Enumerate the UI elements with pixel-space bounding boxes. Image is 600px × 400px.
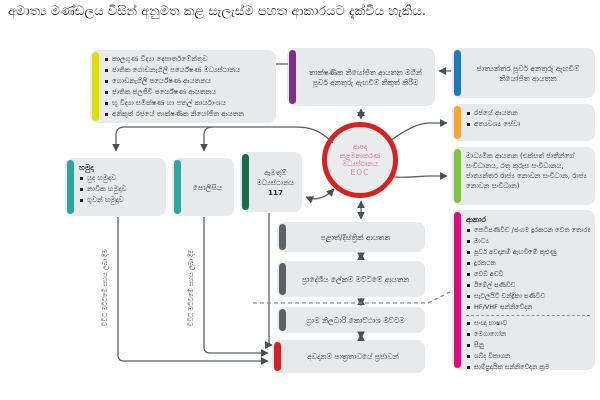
vertical-label-forces-support: විවිධ මට්ටමේ සහය ලබා දීම xyxy=(102,249,109,327)
box-intermediary-organisations: මාධ්‍යමික ආයතන (එක්සත් ජාතීන්ගේ සංවිධානය… xyxy=(452,147,595,205)
box-text: අවදානම් පාත්‍රතාවයේ ප්‍රජාවන් xyxy=(307,352,399,361)
forces-heading: හමුදා xyxy=(79,163,94,172)
box-international-agencies: ජාත්‍යන්තර පූර්ව අනතුරු ඇඟවීම් නියෝජිත ආ… xyxy=(452,48,595,98)
arrow-police-to-community xyxy=(203,217,269,357)
list-item: ගුවන් හමුදාව xyxy=(79,195,161,206)
arrow-eoc-to-govt xyxy=(389,119,448,142)
call-center-name: ඇමතුම් මධ්‍යස්ථානය xyxy=(256,167,295,187)
list-item: ශබ්ද විකාශන xyxy=(466,351,590,362)
box-text: ග්‍රාම නිලධාරි කොට්ඨාශ මට්ටම xyxy=(306,315,405,325)
list-item: මාධ්‍ය xyxy=(466,236,590,247)
box-technical-agencies: කාලගුණ විද්‍යා දෙපාර්තමේන්තුව ජාතික ගොඩන… xyxy=(90,50,276,123)
arrow-eoc-to-intermediary xyxy=(393,172,448,180)
box-grama-niladhari: ග්‍රාම නිලධාරි කොට්ඨාශ මට්ටම xyxy=(277,307,425,333)
box-text: ප්‍රාදේශීය ලේකම් මට්ටමේ ආයතන xyxy=(301,274,410,284)
box-text: පොලිසිය xyxy=(192,182,223,192)
list-item: නාවික හමුදාව xyxy=(79,184,161,195)
box-call-center-117: ඇමතුම් මධ්‍යස්ථානය 117 xyxy=(240,152,302,212)
forces-list: යුද හමුදාව නාවික හමුදාව ගුවන් හමුදාව xyxy=(79,173,161,206)
box-dissemination-methods: ආකාර කෙටිපණිවිඩ /ජංගම දුරකථන වෙත තොරතුරු… xyxy=(452,210,595,373)
list-item: ඊමේල් පණිවිඩ xyxy=(466,280,590,291)
list-item: මෙගාෆෝන xyxy=(466,329,590,340)
list-item: අත්‍යවශ්‍ය සේවා xyxy=(466,119,590,130)
box-text: පළාත්/දිස්ත්‍රික් ආයතන xyxy=(320,232,391,242)
list-item: සැටලයිට් චන්ද්‍රිකා පණිවිඩ xyxy=(466,291,590,302)
eoc-line: මධ්‍යස්ථානය xyxy=(342,160,378,168)
methods-list-bottom: සංඥා භාෂාව මෙගාෆෝන සීනු ශබ්ද විකාශන සාම්… xyxy=(466,318,590,373)
list-item: ගොඩනැගිලි පර්යේෂණ ආයතනය xyxy=(104,76,271,87)
list-item: අනිකුත් රජයේ තාක්ෂණික නියෝජිත ආයතන xyxy=(104,109,271,120)
arrow-callcenter-to-community xyxy=(264,213,273,349)
box-armed-forces: හමුදා යුද හමුදාව නාවික හමුදාව ගුවන් හමුද… xyxy=(65,158,166,216)
methods-list-top: කෙටිපණිවිඩ /ජංගම දුරකථන වෙත තොරතුරු විකා… xyxy=(466,225,590,313)
list-item: ජාතික ගොඩනැගිලි පර්යේෂණ මධ්‍යස්ථානය xyxy=(104,65,271,76)
page-title: අමාත්‍ය මණ්ඩලය විසින් අනුමත කළ සැලැස්ම ප… xyxy=(8,4,426,19)
list-item: රජයේ ආයතන xyxy=(466,108,590,119)
list-item: භූ විද්‍යා සමීක්ෂණ හා පතල් කාර්යාංශය xyxy=(104,98,271,109)
list-item: ජාතික ජලජීවී පර්යේෂණ ආයතනය xyxy=(104,87,271,98)
vertical-label-police-support: විවිධ මට්ටමේ සහය ලබා දීම xyxy=(188,249,195,327)
list-item: දුරකථන xyxy=(466,258,590,269)
eoc-line: ආපදා xyxy=(353,143,367,151)
methods-heading: ආකාර xyxy=(466,215,487,224)
list-item: HF/VHF සන්නිවේදන xyxy=(466,302,590,313)
box-divisional-secretariat: ප්‍රාදේශීය ලේකම් මට්ටමේ ආයතන xyxy=(277,261,425,297)
list-item: කෙටිපණිවිඩ /ජංගම දුරකථන වෙත තොරතුරු විකා… xyxy=(466,225,590,236)
box-text: ජාත්‍යන්තර පූර්ව අනතුරු ඇඟවීම් නියෝජිත ආ… xyxy=(476,63,580,83)
list-item: යුද හමුදාව xyxy=(79,173,161,184)
government-list: රජයේ ආයතන අත්‍යවශ්‍ය සේවා xyxy=(466,108,590,130)
eoc-circle: ආපදා කළමනාකරණ මධ්‍යස්ථානය EOC xyxy=(322,122,398,198)
arrow-eoc-to-forces xyxy=(112,126,334,152)
box-provincial-district: පළාත්/දිස්ත්‍රික් ආයතන xyxy=(277,222,425,252)
list-item: සාම්ප්‍රදායික සන්නිවේදන ක්‍රම xyxy=(466,362,590,373)
list-item: සීනු xyxy=(466,340,590,351)
arrow-eoc-call-center xyxy=(305,188,335,204)
call-center-number: 117 xyxy=(267,187,283,197)
arrow-eoc-to-police xyxy=(200,126,214,152)
box-police: පොලිසිය xyxy=(172,158,234,216)
methods-divider xyxy=(466,315,590,316)
box-text: තාක්ෂණික නියෝජිත ආයතන මගින් පූර්ව අනතුරු… xyxy=(309,67,422,87)
list-item: සංඥා භාෂාව xyxy=(466,318,590,329)
box-government-institutions: රජයේ ආයතන අත්‍යවශ්‍ය සේවා xyxy=(452,104,595,141)
box-text: මාධ්‍යමික ආයතන (එක්සත් ජාතීන්ගේ සංවිධානය… xyxy=(466,152,587,190)
list-item: කාලගුණ විද්‍යා දෙපාර්තමේන්තුව xyxy=(104,54,271,65)
technical-agencies-list: කාලගුණ විද්‍යා දෙපාර්තමේන්තුව ජාතික ගොඩන… xyxy=(104,54,271,120)
box-at-risk-communities: අවදානම් පාත්‍රතාවයේ ප්‍රජාවන් xyxy=(272,340,425,373)
list-item: පූර්ව අවදානම් ඇඟවීමේ කුළුණු xyxy=(466,247,590,258)
list-item: වෙබ් අඩවි xyxy=(466,269,590,280)
eoc-line: කළමනාකරණ xyxy=(339,151,381,160)
box-early-warning-issue: තාක්ෂණික නියෝජිත ආයතන මගින් පූර්ව අනතුරු… xyxy=(287,48,435,106)
eoc-acronym: EOC xyxy=(350,167,370,177)
